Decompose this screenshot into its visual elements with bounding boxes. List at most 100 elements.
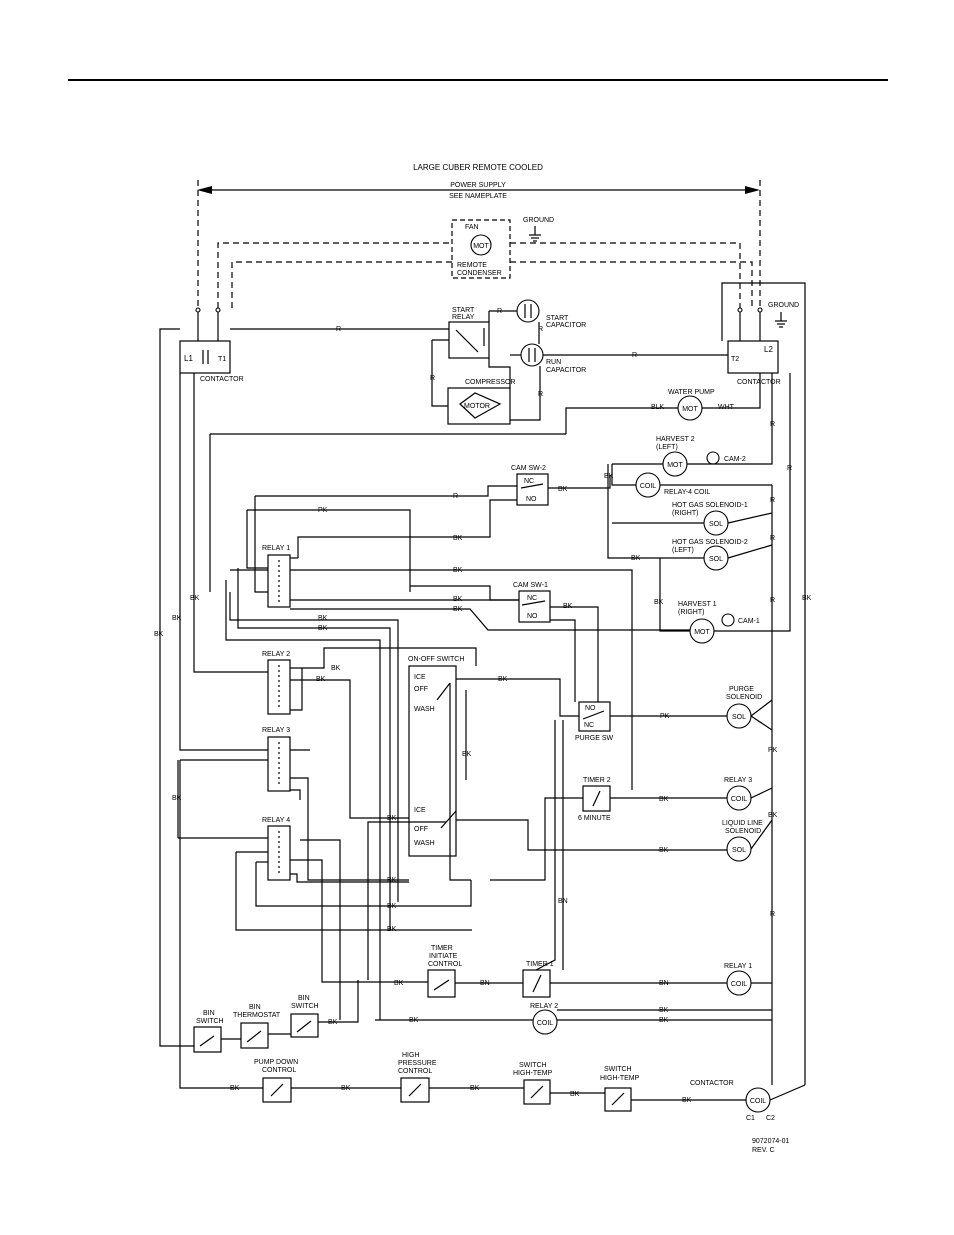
wl-bk-4: BK — [631, 555, 641, 562]
wl-bk-36: BK — [682, 1097, 692, 1104]
hgs1-sol: SOL — [709, 521, 723, 528]
sht2-label-1: SWITCH — [604, 1066, 632, 1073]
wl-bk-2: BK — [558, 486, 568, 493]
wl-pk-2: PK — [660, 713, 670, 720]
hgs2-sol: SOL — [709, 556, 723, 563]
wl-bk-20: BK — [387, 815, 397, 822]
on-off-wash-2: WASH — [414, 840, 435, 847]
harvest1-label-2: (RIGHT) — [678, 609, 704, 616]
bin-thermostat-label-1: BIN — [249, 1004, 261, 1011]
on-off-wash-1: WASH — [414, 706, 435, 713]
cam-sw2-nc: NC — [524, 478, 534, 485]
c1-label: C1 — [746, 1115, 755, 1122]
wl-r-3: R — [538, 326, 543, 333]
high-pressure-control: HIGH PRESSURE CONTROL — [398, 1052, 437, 1103]
hot-gas-solenoid-1: HOT GAS SOLENOID-1 (RIGHT) SOL — [672, 502, 748, 536]
supply-dashed-lines — [197, 180, 761, 308]
wl-bk-24: BK — [387, 877, 397, 884]
wl-bn-1: BN — [558, 898, 568, 905]
contactor-coil: CONTACTOR COIL C1 C2 — [690, 1080, 775, 1122]
wl-bk-18: BK — [462, 751, 472, 758]
liquid-line-solenoid: LIQUID LINE SOLENOID SOL — [722, 820, 763, 862]
left-contactor: L1 T1 CONTACTOR — [179, 312, 244, 383]
wl-bk-31: BK — [328, 1019, 338, 1026]
doc-revision: REV. C — [752, 1147, 775, 1154]
cam2-label: CAM-2 — [724, 456, 746, 463]
wl-bk-16: BK — [316, 676, 326, 683]
hot-gas-solenoid-2: HOT GAS SOLENOID-2 (LEFT) SOL — [672, 539, 748, 571]
purge-sol-label-1: PURGE — [729, 686, 754, 693]
cam-sw1-no: NO — [527, 613, 538, 620]
bin-thermostat-label-2: THERMOSTAT — [233, 1012, 281, 1019]
wl-bk-11: BK — [318, 625, 328, 632]
run-capacitor-label-2: CAPACITOR — [546, 367, 586, 374]
pump-down-label-1: PUMP DOWN — [254, 1059, 298, 1066]
power-supply-label-1: POWER SUPPLY — [450, 182, 506, 189]
control-wiring — [159, 328, 806, 1101]
wl-bk-32: BK — [230, 1085, 240, 1092]
l1-label: L1 — [184, 354, 193, 363]
relay1-coil-label: RELAY 1 — [724, 963, 752, 970]
fan-mot-label: MOT — [473, 243, 489, 250]
wl-bk-19: BK — [172, 795, 182, 802]
ground-symbol-top: GROUND — [523, 217, 554, 242]
lls-label-2: SOLENOID — [725, 828, 761, 835]
lls-text: SOL — [732, 847, 746, 854]
cam-sw2-no: NO — [526, 496, 537, 503]
relay-3-coil: RELAY 3 COIL — [724, 777, 752, 811]
wl-bk-27: BK — [394, 980, 404, 987]
fan-label: FAN — [465, 224, 479, 231]
wl-r-10: R — [770, 535, 775, 542]
cam1-label: CAM-1 — [738, 618, 760, 625]
bin-switch-2: BIN SWITCH — [290, 995, 319, 1038]
wl-bk-33: BK — [341, 1085, 351, 1092]
wl-bk-6: BK — [453, 596, 463, 603]
cam-sw1-nc: NC — [527, 595, 537, 602]
wl-r-11: R — [770, 597, 775, 604]
wl-bk-1: BK — [604, 473, 614, 480]
relay3-coil-label: RELAY 3 — [724, 777, 752, 784]
bin-switch2-label-1: BIN — [298, 995, 310, 1002]
purge-sol-label-2: SOLENOID — [726, 694, 762, 701]
bin-switch2-label-2: SWITCH — [291, 1003, 319, 1010]
wl-bk-23: BK — [768, 812, 778, 819]
power-supply-arrow: POWER SUPPLY SEE NAMEPLATE — [197, 182, 760, 200]
wl-bk-22: BK — [659, 847, 669, 854]
timer-1: TIMER 1 — [522, 961, 554, 998]
purge-sol-text: SOL — [732, 714, 746, 721]
wl-bk-35: BK — [570, 1091, 580, 1098]
harvest1-mot: MOT — [694, 629, 710, 636]
on-off-ice-1: ICE — [414, 674, 426, 681]
wl-bk-3: BK — [453, 535, 463, 542]
ground-label-top: GROUND — [523, 217, 554, 224]
cam-sw1-label: CAM SW-1 — [513, 582, 548, 589]
purge-no: NO — [585, 705, 596, 712]
wl-bk-10: BK — [318, 615, 328, 622]
remote-condenser-label-1: REMOTE — [457, 262, 487, 269]
wl-bk-17: BK — [498, 676, 508, 683]
cam-switch-1: CAM SW-1 NC NO — [513, 582, 551, 623]
relay2-coil-text: COIL — [537, 1020, 553, 1027]
start-relay: START RELAY — [448, 307, 490, 359]
wl-r-9: R — [770, 497, 775, 504]
tic-label-1: TIMER — [431, 945, 453, 952]
wl-bk-28: BK — [659, 1007, 669, 1014]
on-off-switch: ON-OFF SWITCH ICE OFF WASH ICE OFF WASH — [408, 656, 464, 857]
hgs1-label-2: (RIGHT) — [672, 510, 698, 517]
relay-4: RELAY 4 — [262, 817, 291, 881]
harvest-2-motor: HARVEST 2 (LEFT) MOT CAM-2 — [656, 436, 746, 477]
wl-r-7: R — [770, 421, 775, 428]
wl-bk-8: BK — [563, 603, 573, 610]
wl-bk-13: BK — [172, 615, 182, 622]
wl-r-6: R — [538, 391, 543, 398]
harvest2-label-2: (LEFT) — [656, 444, 678, 451]
compressor: COMPRESSOR MOTOR — [447, 379, 516, 425]
wl-bk-15: BK — [331, 665, 341, 672]
remote-condenser-label-2: CONDENSER — [457, 270, 502, 277]
water-pump-label: WATER PUMP — [668, 389, 715, 396]
sht1-label-2: HIGH-TEMP — [513, 1070, 553, 1077]
wl-r-5: R — [430, 375, 435, 382]
contactor-coil-text: COIL — [750, 1098, 766, 1105]
wl-r-8: R — [787, 465, 792, 472]
